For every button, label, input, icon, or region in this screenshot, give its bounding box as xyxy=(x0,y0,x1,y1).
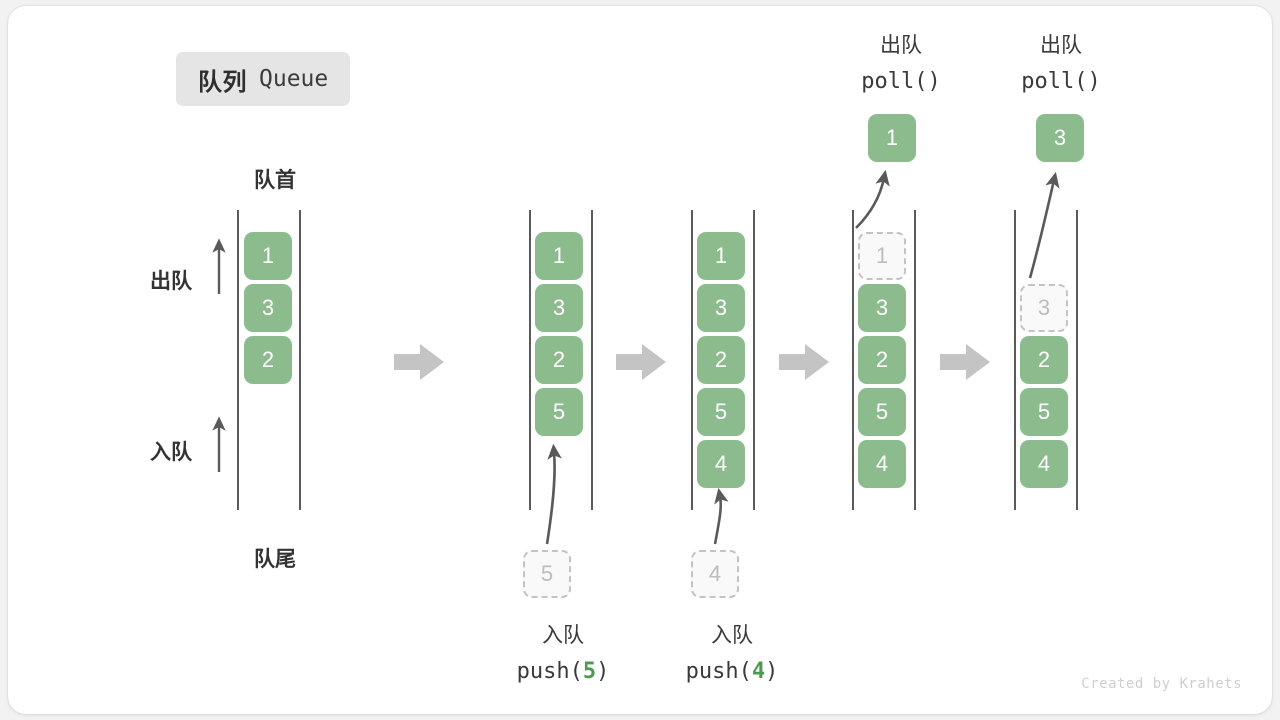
diagram-title-badge: 队列 Queue xyxy=(176,52,351,106)
push-4-fn: push( xyxy=(685,659,752,684)
popped-element: 1 xyxy=(868,114,916,162)
queue-rail-right-col5 xyxy=(1076,210,1078,510)
queue-element: 1 xyxy=(244,232,292,280)
operation-caption-poll-2: 出队 poll() xyxy=(946,28,1176,100)
queue-rail-right-col3 xyxy=(753,210,755,510)
incoming-element-ghost: 5 xyxy=(523,550,571,598)
enqueue-direction-label: 入队 xyxy=(150,441,192,464)
arrow-overlay xyxy=(212,169,1060,545)
queue-element: 2 xyxy=(1020,336,1068,384)
step-arrow-3 xyxy=(779,344,829,380)
diagram-card: 队列 Queue 队首 队尾 出队 入队 入队 push(5) 入队 push(… xyxy=(8,6,1272,714)
title-english: Queue xyxy=(259,66,329,92)
operation-caption-push-4: 入队 push(4) xyxy=(617,618,847,690)
push-5-close: ) xyxy=(596,659,610,684)
push-4-arg: 4 xyxy=(751,659,766,684)
incoming-element-ghost: 4 xyxy=(691,550,739,598)
queue-element: 2 xyxy=(535,336,583,384)
credit-text: Created by Krahets xyxy=(1081,676,1242,692)
queue-element-new: 4 xyxy=(697,440,745,488)
poll-1-code: poll() xyxy=(861,69,941,94)
queue-element: 3 xyxy=(858,284,906,332)
queue-element: 5 xyxy=(1020,388,1068,436)
poll-1-cn: 出队 xyxy=(880,34,922,57)
queue-rail-right-col2 xyxy=(591,210,593,510)
queue-element: 3 xyxy=(535,284,583,332)
poll-2-cn: 出队 xyxy=(1040,34,1082,57)
queue-head-label: 队首 xyxy=(254,169,296,192)
poll-2-flow-arrow xyxy=(1028,171,1060,279)
queue-element-removed-ghost: 1 xyxy=(858,232,906,280)
queue-rail-right-col4 xyxy=(914,210,916,510)
push-5-fn: push( xyxy=(516,659,583,684)
step-arrow-2 xyxy=(616,344,666,380)
queue-element: 3 xyxy=(244,284,292,332)
push-5-arg: 5 xyxy=(582,659,597,684)
operation-caption-push-5: 入队 push(5) xyxy=(448,618,678,690)
queue-element-removed-ghost: 3 xyxy=(1020,284,1068,332)
queue-element: 4 xyxy=(858,440,906,488)
queue-element: 2 xyxy=(697,336,745,384)
queue-element: 2 xyxy=(858,336,906,384)
queue-element: 5 xyxy=(697,388,745,436)
push-5-flow-arrow xyxy=(545,443,562,545)
queue-rail-left-col4 xyxy=(852,210,854,510)
queue-rail-left-col1 xyxy=(237,210,239,510)
queue-rail-left-col2 xyxy=(529,210,531,510)
queue-element: 1 xyxy=(535,232,583,280)
step-arrow-4 xyxy=(940,344,990,380)
queue-element: 2 xyxy=(244,336,292,384)
queue-tail-label: 队尾 xyxy=(254,548,296,571)
queue-element: 1 xyxy=(697,232,745,280)
push-4-cn: 入队 xyxy=(711,624,753,647)
queue-element: 4 xyxy=(1020,440,1068,488)
dequeue-direction-label: 出队 xyxy=(150,270,192,293)
poll-2-code: poll() xyxy=(1021,69,1101,94)
operation-caption-poll-1: 出队 poll() xyxy=(786,28,1016,100)
step-arrow-1 xyxy=(394,344,444,380)
title-chinese: 队列 xyxy=(198,68,247,96)
queue-element: 3 xyxy=(697,284,745,332)
queue-rail-left-col5 xyxy=(1014,210,1016,510)
push-4-code: push(4) xyxy=(617,654,847,690)
queue-element: 5 xyxy=(858,388,906,436)
push-5-code: push(5) xyxy=(448,654,678,690)
queue-rail-right-col1 xyxy=(299,210,301,510)
push-4-flow-arrow xyxy=(713,487,729,545)
popped-element: 3 xyxy=(1036,114,1084,162)
queue-rail-left-col3 xyxy=(691,210,693,510)
push-4-close: ) xyxy=(765,659,779,684)
poll-1-flow-arrow xyxy=(855,169,890,229)
queue-element-new: 5 xyxy=(535,388,583,436)
push-5-cn: 入队 xyxy=(542,624,584,647)
